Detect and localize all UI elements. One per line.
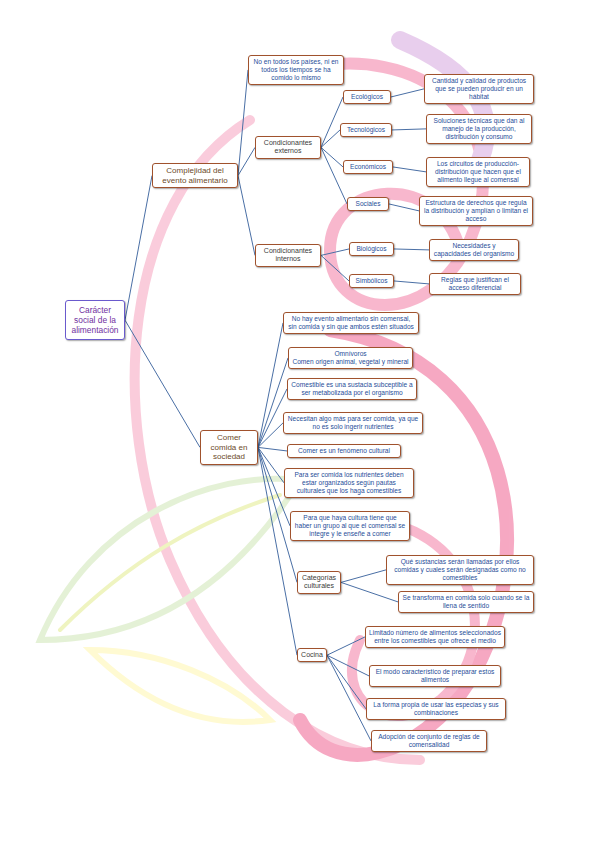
node-text: Económicos <box>347 163 389 171</box>
topic-box: Económicos <box>343 160 393 174</box>
connector-line <box>125 320 200 447</box>
topic-box: Limitado número de alimentos seleccionad… <box>365 626 505 648</box>
node-text: El modo característico de preparar estos… <box>373 668 497 684</box>
topic-box: Necesitan algo más para ser comida, ya q… <box>283 412 423 434</box>
topic-box: Comer comida en sociedad <box>200 430 258 465</box>
topic-box: Cantidad y calidad de productos que se p… <box>424 74 534 104</box>
node-text: Se transforma en comida solo cuando se l… <box>402 594 530 610</box>
topic-box: Simbólicos <box>349 274 394 288</box>
connector-line <box>321 255 349 281</box>
node-text: Comer comida en sociedad <box>204 433 254 462</box>
connector-line <box>394 248 429 250</box>
topic-box: No hay evento alimentario sin comensal, … <box>283 312 419 334</box>
node-text: No en todos los países, ni en todos los … <box>252 58 340 82</box>
topic-box: Reglas que justifican el acceso diferenc… <box>429 273 521 295</box>
connector-line <box>327 637 365 655</box>
node-text: Limitado número de alimentos seleccionad… <box>369 629 501 645</box>
topic-box: Soluciones técnicas que dan al manejo de… <box>426 114 532 144</box>
root-box: Carácter social de la alimentación <box>65 300 125 340</box>
topic-box: Complejidad del evento alimentario <box>152 163 238 188</box>
topic-box: Tecnológicos <box>340 123 392 137</box>
connector-line <box>125 176 152 321</box>
node-text: Comer es un fenómeno cultural <box>291 447 397 455</box>
connector-line <box>258 447 287 451</box>
node-text: Necesitan algo más para ser comida, ya q… <box>287 415 419 431</box>
topic-box: Necesidades y capacidades del organismo <box>429 239 519 261</box>
topic-box: No en todos los países, ni en todos los … <box>248 55 344 85</box>
node-text: No hay evento alimentario sin comensal, … <box>287 315 415 331</box>
node-text: Los circuitos de producción-distribución… <box>430 160 526 184</box>
node-text: Omnívoros <box>292 350 409 358</box>
node-text: Tecnológicos <box>344 126 388 134</box>
connector-line <box>321 147 343 167</box>
topic-box: Condicionantes externos <box>255 136 321 159</box>
connector-line <box>391 89 424 97</box>
topic-box: Biológicos <box>349 242 394 256</box>
connector-line <box>321 147 347 204</box>
connector-line <box>341 570 386 583</box>
connector-line <box>321 97 343 147</box>
topic-box: Sociales <box>347 197 389 211</box>
topic-box: OmnívorosComen origen animal, vegetal y … <box>288 347 413 369</box>
connector-line <box>258 423 283 447</box>
connector-line <box>393 167 426 172</box>
topic-box: Qué sustancias serán llamadas por ellos … <box>386 555 534 585</box>
node-text: La forma propia de usar las especias y s… <box>370 701 502 717</box>
node-text: Comen origen animal, vegetal y mineral <box>292 358 409 366</box>
topic-box: La forma propia de usar las especias y s… <box>366 698 506 720</box>
node-text: Complejidad del evento alimentario <box>156 166 234 185</box>
node-text: Condicionantes externos <box>259 139 317 156</box>
connector-line <box>394 281 429 284</box>
connector-line <box>327 655 366 709</box>
node-text: Necesidades y capacidades del organismo <box>433 242 515 258</box>
topic-box: Se transforma en comida solo cuando se l… <box>398 591 534 613</box>
connector-line <box>258 447 284 482</box>
connector-line <box>258 358 288 447</box>
topic-box: Los circuitos de producción-distribución… <box>426 157 530 187</box>
node-text: Sociales <box>351 200 385 208</box>
topic-box: Categorías culturales <box>297 571 341 594</box>
connector-line <box>238 147 255 175</box>
topic-box: Estructura de derechos que regula la dis… <box>419 196 533 226</box>
node-text: Biológicos <box>353 245 390 253</box>
node-text: Cantidad y calidad de productos que se p… <box>428 77 530 101</box>
connector-line <box>327 655 371 741</box>
topic-box: Comestible es una sustacia subceptible a… <box>287 378 417 400</box>
topic-box: Condicionantes internos <box>255 244 321 267</box>
connector-line <box>238 176 255 256</box>
topic-box: Ecológicos <box>343 90 391 104</box>
node-text: Comestible es una sustacia subceptible a… <box>291 381 413 397</box>
connector-line <box>341 582 398 602</box>
node-text: Cocina <box>301 651 323 659</box>
node-text: Categorías culturales <box>301 574 337 591</box>
connector-line <box>389 204 419 211</box>
topic-box: Adopción de conjunto de reglas de comens… <box>371 730 487 752</box>
topic-box: Comer es un fenómeno cultural <box>287 444 401 458</box>
connector-line <box>327 655 369 676</box>
topic-box: Para ser comida los nutrientes deben est… <box>284 468 414 498</box>
node-text: Ecológicos <box>347 93 387 101</box>
connector-line <box>238 70 248 176</box>
node-text: Condicionantes internos <box>259 247 317 264</box>
topic-box: Cocina <box>297 648 327 662</box>
connector-line <box>321 249 349 255</box>
connector-line <box>392 129 426 130</box>
node-text: Estructura de derechos que regula la dis… <box>423 199 529 223</box>
node-text: Carácter social de la alimentación <box>69 305 121 335</box>
topic-box: Para que haya cultura tiene que haber un… <box>290 511 410 541</box>
node-text: Para que haya cultura tiene que haber un… <box>294 514 406 538</box>
topic-box: El modo característico de preparar estos… <box>369 665 501 687</box>
connector-line <box>321 130 340 147</box>
node-text: Qué sustancias serán llamadas por ellos … <box>390 558 530 582</box>
node-text: Adopción de conjunto de reglas de comens… <box>375 733 483 749</box>
node-text: Para ser comida los nutrientes deben est… <box>288 471 410 495</box>
node-text: Reglas que justifican el acceso diferenc… <box>433 276 517 292</box>
node-text: Soluciones técnicas que dan al manejo de… <box>430 117 528 141</box>
node-text: Simbólicos <box>353 277 390 285</box>
